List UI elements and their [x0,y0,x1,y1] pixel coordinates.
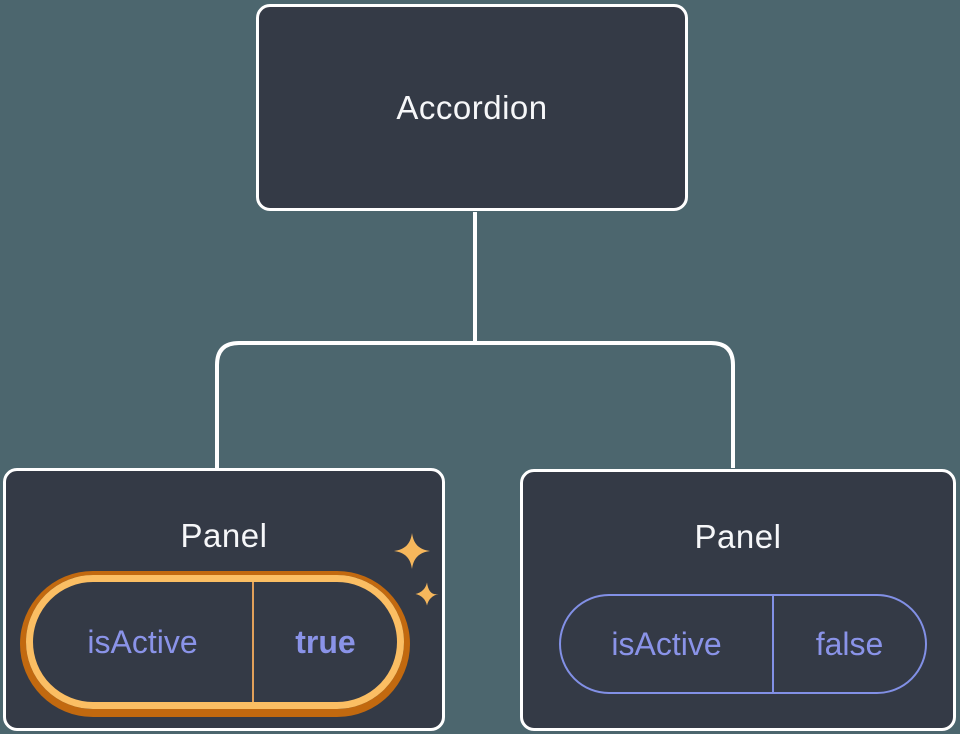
prop-pill-inactive: isActive false [559,594,927,694]
sparkle-small-icon [415,582,439,606]
sparkle-icon [394,533,439,606]
accordion-node-label: Accordion [396,88,548,126]
prop-value-cell: true [295,623,356,660]
sparkle-large-icon [394,533,430,569]
connector-branch-bracket [215,341,735,468]
prop-value-cell: false [815,625,884,662]
prop-pill-divider [772,596,774,692]
prop-name-cell: isActive [611,625,722,662]
panel-active-label: Panel [180,517,268,554]
prop-pill-active: isActive true [26,575,404,709]
component-node-panel-inactive: Panel isActive false [520,469,956,731]
component-node-accordion: Accordion [256,4,688,211]
component-node-panel-active: Panel isActive true [3,468,445,731]
prop-name-cell: isActive [87,623,198,660]
panel-inactive-label: Panel [694,518,782,555]
prop-pill-divider [252,582,254,702]
